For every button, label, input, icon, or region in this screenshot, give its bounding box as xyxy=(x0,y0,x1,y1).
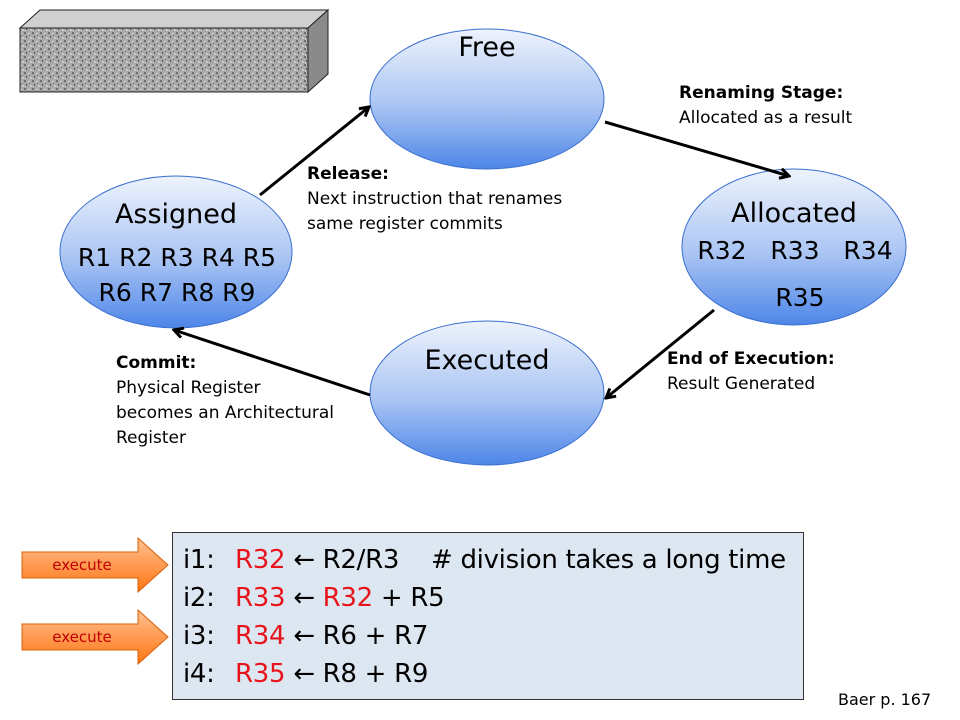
dest-register: R33 xyxy=(235,583,286,613)
dest-register: R34 xyxy=(235,621,286,651)
dest-register: R32 xyxy=(235,545,286,575)
release-line2: same register commits xyxy=(307,214,503,234)
dest-register: R35 xyxy=(235,659,286,689)
assign-arrow: ← xyxy=(285,659,323,689)
free-state-title: Free xyxy=(458,32,516,63)
assign-arrow: ← xyxy=(285,545,323,575)
allocated-registers-row1: R32 R33 R34 xyxy=(697,236,893,265)
assigned-registers-row1: R1 R2 R3 R4 R5 xyxy=(77,243,277,272)
renaming-text: Allocated as a result xyxy=(679,108,853,128)
citation: Baer p. 167 xyxy=(838,690,932,709)
executed-state-title: Executed xyxy=(424,345,550,376)
renaming-note: Renaming Stage: Allocated as a result xyxy=(679,81,852,131)
source-register-highlight: R32 xyxy=(322,583,374,613)
instruction-label: i2: xyxy=(183,583,215,613)
commit-arrow xyxy=(174,330,371,397)
execute-marker-arrow-2 xyxy=(21,608,169,666)
commit-line2: becomes an Architectural xyxy=(116,403,335,423)
execution-arrow xyxy=(606,308,715,398)
execution-heading: End of Execution: xyxy=(667,349,835,369)
assign-arrow: ← xyxy=(285,583,323,613)
instruction-operands: R8 + R9 xyxy=(322,659,429,689)
assigned-registers-row2: R6 R7 R8 R9 xyxy=(98,278,256,307)
instruction-i1: i1: R32 ← R2/R3 # division takes a long t… xyxy=(183,545,786,575)
instruction-listing: i1: R32 ← R2/R3 # division takes a long t… xyxy=(172,532,804,700)
allocated-registers-row2: R35 xyxy=(775,283,825,312)
instruction-label: i4: xyxy=(183,659,215,689)
execution-note: End of Execution: Result Generated xyxy=(667,347,835,397)
release-note: Release: Next instruction that renames s… xyxy=(307,162,562,237)
execution-text: Result Generated xyxy=(667,374,816,394)
instruction-i2: i2: R33 ← R32 + R5 xyxy=(183,583,445,613)
commit-heading: Commit: xyxy=(116,353,197,373)
commit-note: Commit: Physical Register becomes an Arc… xyxy=(116,351,334,451)
granite-block-icon xyxy=(18,8,330,94)
renaming-arrow xyxy=(604,120,789,176)
instruction-label: i3: xyxy=(183,621,215,651)
free-state-ellipse xyxy=(369,28,605,170)
commit-line1: Physical Register xyxy=(116,378,261,398)
allocated-state-title: Allocated xyxy=(731,198,857,229)
execute-marker-label-2: execute xyxy=(52,628,112,646)
commit-line3: Register xyxy=(116,428,186,448)
release-heading: Release: xyxy=(307,164,389,184)
execute-marker-label-1: execute xyxy=(52,556,112,574)
renaming-heading: Renaming Stage: xyxy=(679,83,844,103)
instruction-operands: R6 + R7 xyxy=(322,621,429,651)
instruction-i3: i3: R34 ← R6 + R7 xyxy=(183,621,428,651)
instruction-label: i1: xyxy=(183,545,215,575)
instruction-operands: + R5 xyxy=(372,583,445,613)
execute-marker-arrow-1 xyxy=(21,536,169,594)
assign-arrow: ← xyxy=(285,621,323,651)
instruction-operands: R2/R3 # division takes a long time xyxy=(322,545,786,575)
release-line1: Next instruction that renames xyxy=(307,189,563,209)
release-arrow xyxy=(259,107,369,197)
allocated-state-ellipse xyxy=(681,168,907,326)
assigned-state-title: Assigned xyxy=(114,199,238,230)
instruction-i4: i4: R35 ← R8 + R9 xyxy=(183,659,428,689)
executed-state-ellipse xyxy=(369,320,605,466)
